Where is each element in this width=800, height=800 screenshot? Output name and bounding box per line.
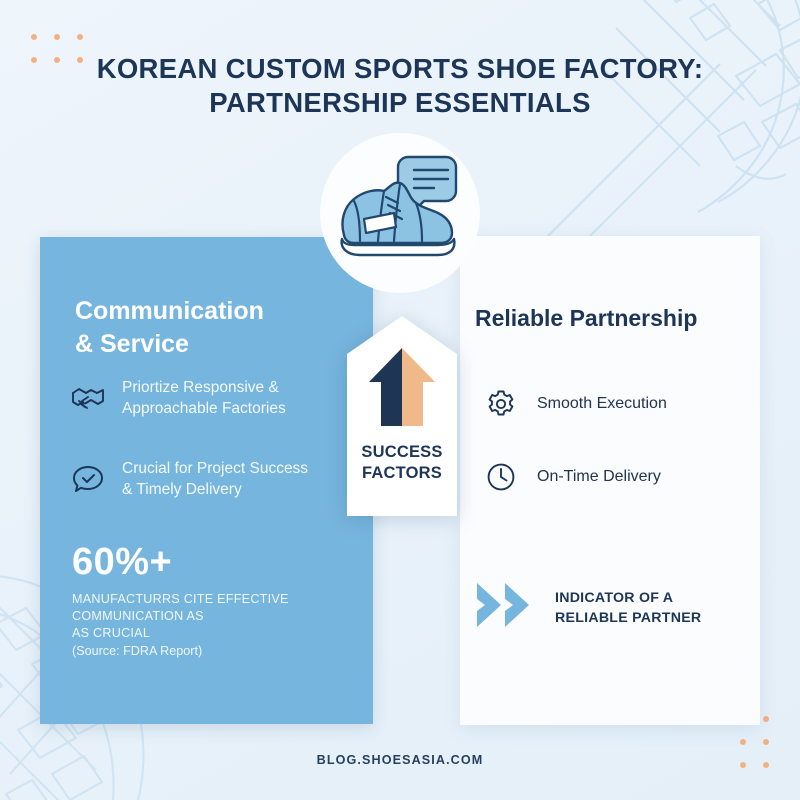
left-panel-item-prioritize-responsive: Priortize Responsive & Approachable Fact… bbox=[70, 377, 360, 419]
left-panel-item-text: Priortize Responsive & Approachable Fact… bbox=[122, 377, 286, 419]
left-panel-communication-service: Communication & Service Priortize Respon… bbox=[40, 237, 373, 724]
dot bbox=[31, 57, 37, 63]
left-panel-heading-line-1: Communication bbox=[75, 297, 264, 325]
statistic-caption-line-2: COMMUNICATION AS bbox=[72, 609, 204, 623]
left-panel-item-text-line-2: Approachable Factories bbox=[122, 400, 286, 417]
right-panel-reliable-partnership: Reliable Partnership Smooth Execution On… bbox=[460, 236, 760, 725]
right-panel-item-smooth-execution: Smooth Execution bbox=[485, 388, 740, 420]
statistic-caption-line-3: AS CRUCIAL bbox=[72, 626, 151, 640]
statistic-source: (Source: FDRA Report) bbox=[72, 644, 203, 658]
right-panel-item-on-time-delivery: On-Time Delivery bbox=[485, 461, 740, 493]
badge-label-line-1: SUCCESS bbox=[361, 443, 443, 461]
double-chevron-right-icon bbox=[475, 581, 537, 634]
dot bbox=[77, 34, 83, 40]
statistic-block: 60%+ MANUFACTURRS CITE EFFECTIVE COMMUNI… bbox=[72, 540, 362, 660]
speech-bubble-check-icon bbox=[70, 461, 106, 497]
dot bbox=[54, 34, 60, 40]
page-title: KOREAN CUSTOM SPORTS SHOE FACTORY: PARTN… bbox=[0, 52, 800, 120]
dot bbox=[740, 762, 746, 768]
right-panel-item-text: Smooth Execution bbox=[537, 395, 667, 412]
success-factors-label: SUCCESS FACTORS bbox=[347, 442, 457, 484]
hero-illustration bbox=[320, 133, 480, 293]
page-title-line-1: KOREAN CUSTOM SPORTS SHOE FACTORY: bbox=[96, 53, 704, 84]
background-tread-pattern-top-right bbox=[530, 0, 800, 260]
dot bbox=[77, 57, 83, 63]
indicator-text-line-1: INDICATOR OF A bbox=[555, 589, 674, 606]
clock-icon bbox=[485, 461, 517, 493]
gear-icon bbox=[485, 388, 517, 420]
running-shoe-with-speech-bubble-icon bbox=[340, 155, 458, 257]
right-panel-item-text: On-Time Delivery bbox=[537, 468, 661, 485]
up-arrow-icon bbox=[369, 348, 435, 426]
footer-url: BLOG.SHOESASIA.COM bbox=[316, 753, 484, 767]
decorative-dot-grid-top-left bbox=[31, 34, 83, 63]
left-panel-item-text-line-2: & Timely Delivery bbox=[122, 481, 242, 498]
dot bbox=[54, 57, 60, 63]
success-factors-badge: SUCCESS FACTORS bbox=[347, 316, 457, 516]
indicator-text-line-2: RELIABLE PARTNER bbox=[555, 609, 702, 626]
statistic-number: 60%+ bbox=[72, 541, 173, 583]
dot bbox=[31, 34, 37, 40]
dot bbox=[763, 716, 769, 722]
dot bbox=[763, 762, 769, 768]
reliable-partner-indicator-text: INDICATOR OF A RELIABLE PARTNER bbox=[555, 588, 701, 628]
left-panel-item-crucial-project-success: Crucial for Project Success & Timely Del… bbox=[70, 458, 360, 500]
statistic-caption-line-1: MANUFACTURRS CITE EFFECTIVE bbox=[72, 592, 289, 606]
reliable-partner-indicator: INDICATOR OF A RELIABLE PARTNER bbox=[475, 581, 755, 634]
statistic-caption: MANUFACTURRS CITE EFFECTIVE COMMUNICATIO… bbox=[72, 591, 362, 642]
dot bbox=[740, 739, 746, 745]
right-panel-heading: Reliable Partnership bbox=[475, 305, 698, 331]
left-panel-heading-line-2: & Service bbox=[75, 330, 189, 358]
left-panel-item-text-line-1: Crucial for Project Success bbox=[122, 460, 309, 477]
left-panel-item-text: Crucial for Project Success & Timely Del… bbox=[122, 458, 308, 500]
handshake-icon bbox=[70, 380, 106, 416]
left-panel-heading: Communication & Service bbox=[75, 295, 340, 361]
badge-label-line-2: FACTORS bbox=[362, 464, 442, 482]
dot bbox=[763, 739, 769, 745]
left-panel-item-text-line-1: Priortize Responsive & bbox=[122, 379, 279, 396]
page-title-line-2: PARTNERSHIP ESSENTIALS bbox=[209, 87, 591, 118]
